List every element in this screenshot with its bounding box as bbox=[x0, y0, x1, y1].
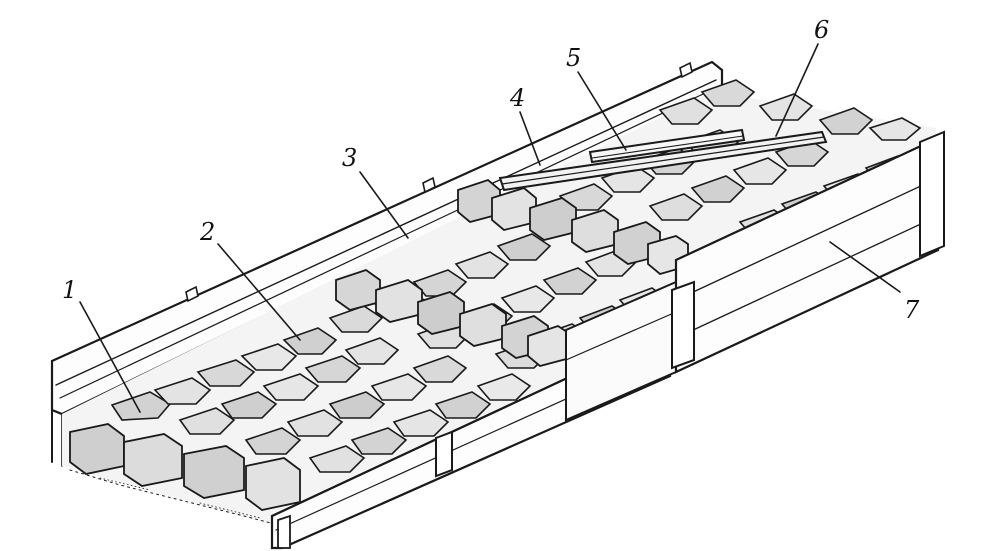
callout-2: 2 bbox=[199, 218, 215, 246]
front-side-boards bbox=[270, 130, 945, 550]
callout-1: 1 bbox=[62, 276, 77, 304]
leader-lines bbox=[79, 43, 901, 413]
callout-3: 3 bbox=[342, 144, 357, 172]
screed-rail-short bbox=[588, 128, 746, 164]
step-stone-row-middle bbox=[335, 269, 571, 367]
callout-4: 4 bbox=[509, 84, 525, 112]
callout-6: 6 bbox=[814, 16, 829, 44]
screed-rail-long bbox=[498, 130, 828, 192]
step-stone-row-upper bbox=[457, 178, 689, 275]
edge-stone-row-front bbox=[69, 423, 301, 511]
callout-7: 7 bbox=[904, 296, 920, 324]
callout-5: 5 bbox=[566, 44, 581, 72]
callout-labels: 1 2 3 4 5 6 7 bbox=[62, 16, 920, 324]
